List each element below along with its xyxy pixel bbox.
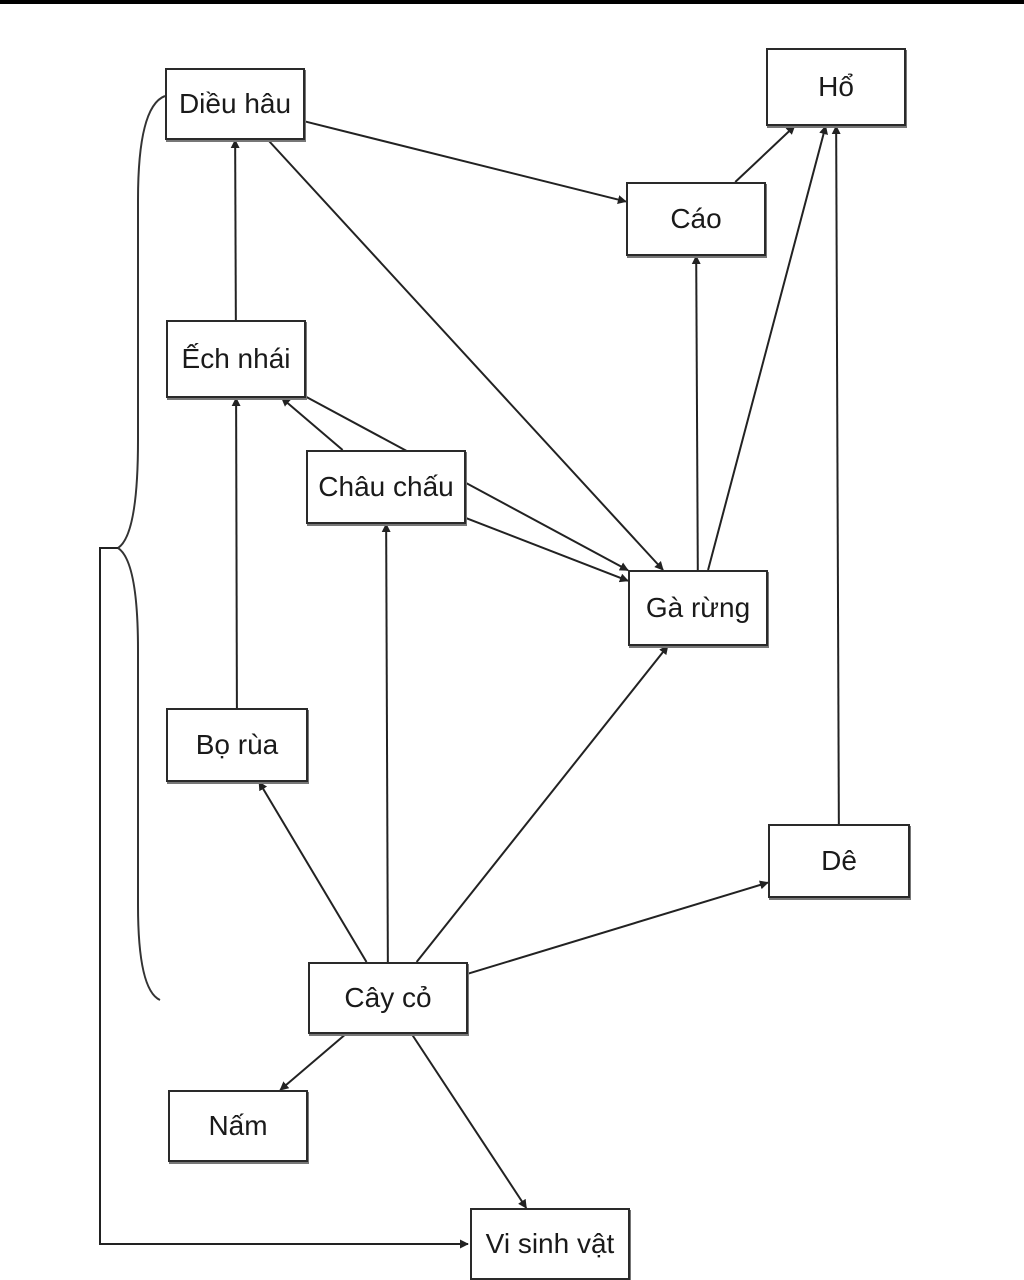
edge-ga-rung-to-ho: [707, 125, 828, 571]
edge-de-to-ho: [831, 125, 841, 825]
bracket: [116, 95, 166, 1001]
edge-ga-rung-to-cao: [691, 255, 701, 571]
node-ech-nhai: Ếch nhái: [166, 320, 306, 398]
edge-dieu-hau-to-ga-rung: [267, 139, 664, 571]
node-cay-co: Cây cỏ: [308, 962, 468, 1034]
edge-chau-chau-to-ech-nhai: [281, 397, 344, 451]
edge-cay-co-to-nam: [279, 1033, 347, 1091]
edge-cay-co-to-ga-rung: [415, 645, 669, 963]
edge-group-to-vi-sinh-vat: [99, 547, 469, 1249]
node-nam: Nấm: [168, 1090, 308, 1162]
edge-cao-to-ho: [734, 125, 796, 183]
node-vi-sinh-vat: Vi sinh vật: [470, 1208, 630, 1280]
edge-chau-chau-to-ga-rung: [465, 517, 629, 583]
edge-cay-co-to-vi-sinh-vat: [410, 1033, 528, 1209]
edge-ech-nhai-to-ga-rung: [305, 395, 629, 572]
edge-dieu-hau-to-cao: [304, 120, 627, 204]
node-ga-rung: Gà rừng: [628, 570, 768, 646]
edge-cay-co-to-bo-rua: [258, 781, 368, 963]
edge-ech-nhai-to-dieu-hau: [230, 139, 240, 321]
node-cao: Cáo: [626, 182, 766, 256]
node-ho: Hổ: [766, 48, 906, 126]
node-bo-rua: Bọ rùa: [166, 708, 308, 782]
edge-bo-rua-to-ech-nhai: [231, 397, 241, 709]
node-chau-chau: Châu chấu: [306, 450, 466, 524]
node-de: Dê: [768, 824, 910, 898]
edge-cay-co-to-chau-chau: [381, 523, 391, 963]
node-dieu-hau: Diều hâu: [165, 68, 305, 140]
edge-cay-co-to-de: [467, 880, 769, 975]
top-border: [0, 0, 1024, 4]
